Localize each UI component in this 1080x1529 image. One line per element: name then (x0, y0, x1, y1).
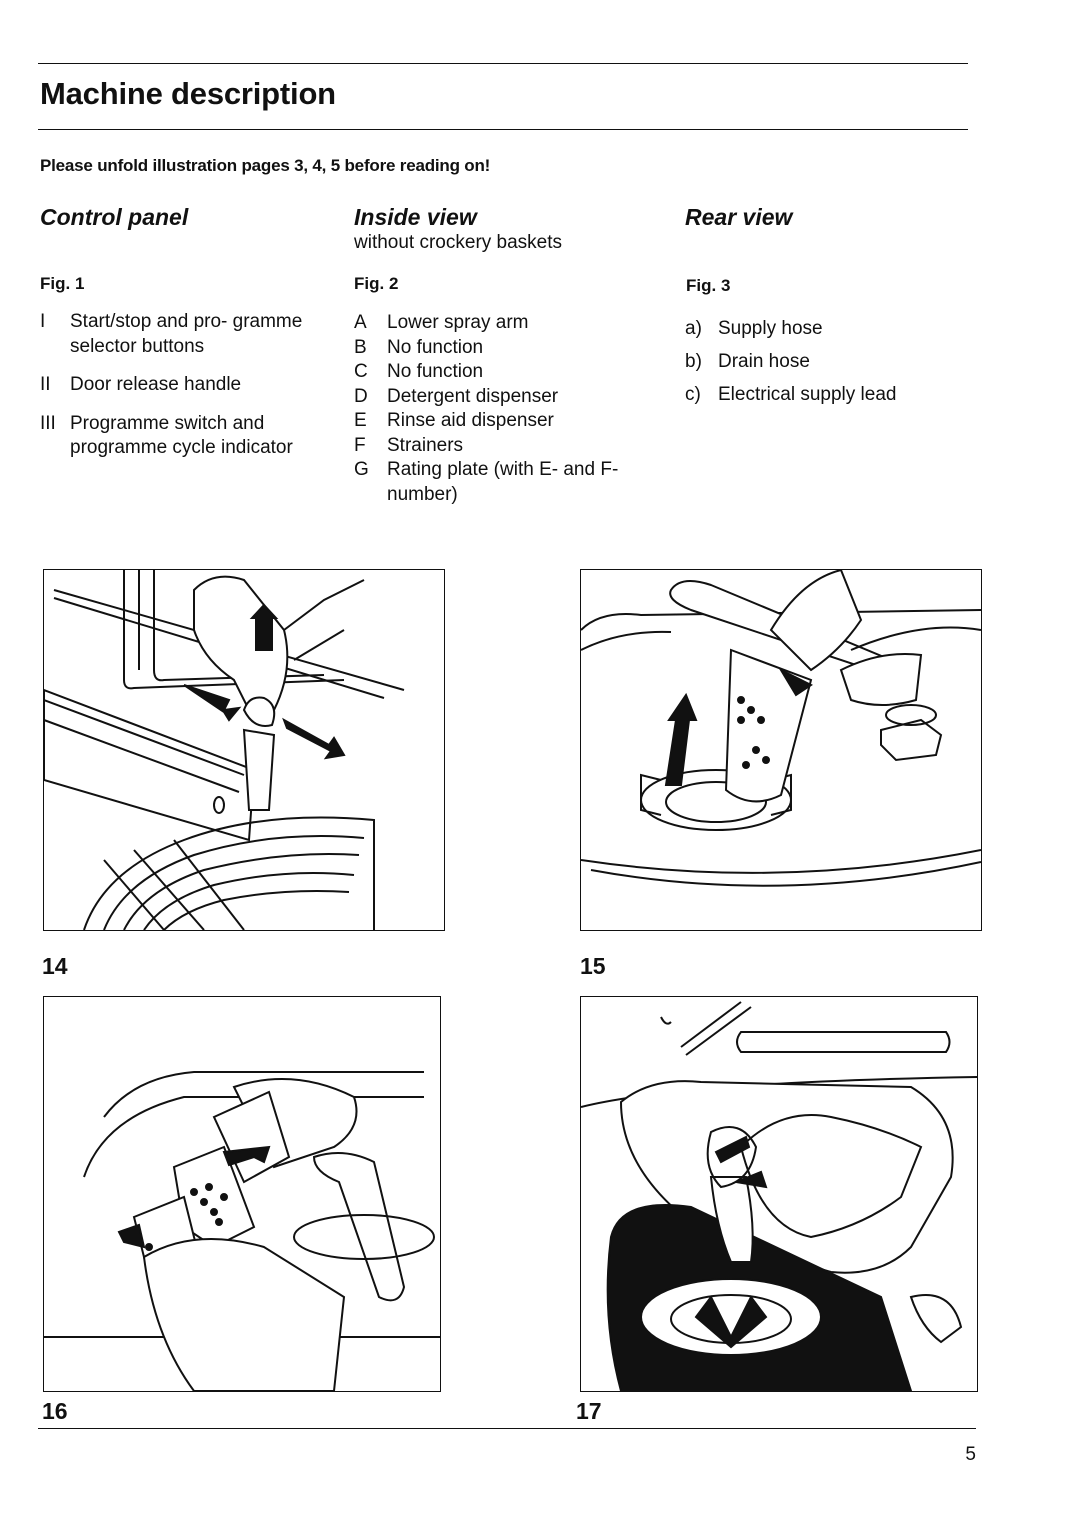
illustration-17-number: 17 (576, 1398, 602, 1424)
list-item: a)Supply hose (685, 318, 823, 339)
illustration-14-panel (43, 569, 445, 931)
fig-3-label: Fig. 3 (686, 276, 731, 295)
fig-1-label: Fig. 1 (40, 274, 85, 293)
fig-2-label: Fig. 2 (354, 274, 399, 293)
illustration-15-panel (580, 569, 982, 931)
strainer-reinsert-illustration-icon (581, 1001, 977, 1391)
control-panel-column: Control panel (40, 202, 188, 232)
illustration-15-number: 15 (580, 953, 606, 979)
page-number: 5 (965, 1444, 976, 1465)
inside-view-heading: Inside view (354, 204, 477, 230)
unfold-notice: Please unfold illustration pages 3, 4, 5… (40, 156, 491, 175)
illustration-14-number: 14 (42, 953, 68, 979)
control-panel-list: I Start/stop and pro- gramme selector bu… (40, 310, 330, 461)
illustration-17-panel (580, 996, 978, 1392)
control-panel-heading: Control panel (40, 204, 189, 230)
strainer-cleaning-illustration-icon (44, 1071, 440, 1391)
rear-view-heading: Rear view (685, 204, 793, 230)
inside-view-subheading: without crockery baskets (354, 232, 563, 253)
list-item: c)Electrical supply lead (685, 384, 897, 405)
strainer-removal-illustration-icon (581, 570, 981, 887)
illustration-16-number: 16 (42, 1398, 68, 1424)
door-handle-illustration-icon (44, 570, 405, 930)
list-item: II Door release handle (40, 374, 242, 395)
inside-view-column: Inside view without crockery baskets (354, 202, 562, 254)
bottom-rule (38, 1428, 976, 1429)
title-rule (38, 129, 968, 130)
illustration-16-panel (43, 996, 441, 1392)
list-item: b)Drain hose (685, 351, 810, 372)
list-item: I Start/stop and pro- gramme selector bu… (40, 311, 303, 357)
list-item: III Programme switch and programme cycle… (40, 412, 293, 459)
rear-view-column: Rear view (685, 202, 792, 232)
top-rule (38, 63, 968, 64)
page-title: Machine description (40, 76, 336, 111)
rear-view-list: a)Supply hose b)Drain hose c)Electrical … (685, 312, 975, 411)
